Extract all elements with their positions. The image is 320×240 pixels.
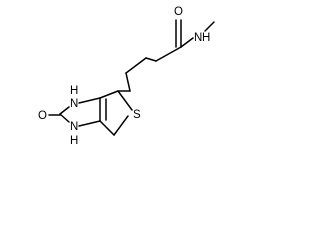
amide-nitrogen-label: N [194,32,202,44]
imidazolone-upper-c-bond [59,106,70,115]
chain-bond-3 [125,57,147,74]
ring-sulfur-label: S [133,109,141,121]
thiophene-bond-s-right [113,115,129,136]
thiophene-bond-top-left [99,90,119,99]
upper-nh-hydrogen-label: H [70,85,78,97]
lower-n-label: N [70,121,78,133]
thiophene-bond-top-right [117,90,133,111]
amide-cn-bond [180,37,194,48]
chain-bond-4 [125,72,131,92]
imidazolone-lower-c-bond [59,113,70,123]
amide-hydrogen-label: H [202,32,210,44]
chain-bond-1 [155,46,182,62]
imidazolone-lower-n-bond [78,120,101,127]
imidazolone-upper-n-bond [78,97,101,104]
amide-oxygen-label: O [174,6,183,18]
thiophene-bond-bottom [99,120,115,136]
carbonyl-oxygen-label: O [38,110,47,122]
chemical-structure: O N H H N O N H S [38,6,215,147]
lower-nh-hydrogen-label: H [70,135,78,147]
methyl-n-bond [204,21,215,32]
chain-bond-2 [145,57,157,62]
upper-n-label: N [70,98,78,110]
